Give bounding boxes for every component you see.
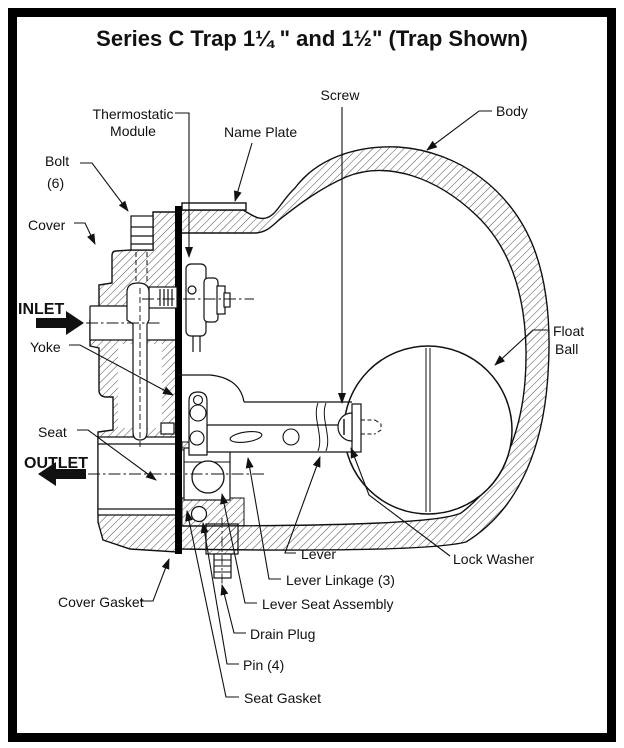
label-thermostatic-2: Module bbox=[110, 123, 156, 139]
leader-lines bbox=[69, 107, 548, 698]
label-seat-gasket: Seat Gasket bbox=[244, 690, 321, 706]
label-drain-plug: Drain Plug bbox=[250, 626, 315, 642]
housing-corner bbox=[178, 374, 245, 403]
float-ball-group bbox=[343, 345, 513, 515]
label-inlet: INLET bbox=[18, 301, 64, 318]
lever-bar bbox=[206, 424, 352, 453]
label-lever-seat-assembly: Lever Seat Assembly bbox=[262, 596, 394, 612]
trap-body-section bbox=[177, 146, 550, 551]
leader-cover-gasket bbox=[140, 558, 170, 602]
label-lever-linkage: Lever Linkage (3) bbox=[286, 572, 395, 588]
leader-lever bbox=[284, 456, 321, 554]
leader-cover bbox=[74, 222, 96, 245]
outlet-bore bbox=[98, 437, 182, 515]
labels: Series C Trap 1¼ " and 1½" (Trap Shown) … bbox=[18, 26, 584, 706]
pin-hole bbox=[190, 505, 208, 523]
label-name-plate: Name Plate bbox=[224, 124, 297, 140]
hex-thread-lines bbox=[159, 289, 173, 306]
leader-drain-plug bbox=[220, 584, 246, 634]
linkage-pin bbox=[189, 430, 205, 446]
label-cover: Cover bbox=[28, 217, 66, 233]
thermostatic-module bbox=[185, 263, 231, 352]
label-body: Body bbox=[496, 103, 528, 119]
leader-bolt bbox=[80, 162, 129, 212]
inlet-flow-arrow bbox=[36, 311, 84, 335]
label-lock-washer: Lock Washer bbox=[453, 551, 535, 567]
leader-name-plate bbox=[233, 142, 253, 202]
label-outlet: OUTLET bbox=[24, 455, 88, 472]
leader-body bbox=[426, 110, 492, 151]
seat-assembly bbox=[181, 441, 245, 586]
leader-float-ball bbox=[494, 329, 548, 366]
leader-lever-seat-assembly bbox=[220, 493, 257, 604]
lever-break-lines bbox=[315, 402, 329, 452]
float-ball bbox=[343, 345, 513, 515]
outlet-flow-arrow bbox=[38, 462, 86, 486]
module-hole bbox=[187, 285, 197, 295]
inlet-hex-fitting bbox=[148, 286, 178, 309]
label-yoke: Yoke bbox=[30, 339, 61, 355]
screw-shank-hidden bbox=[360, 419, 382, 435]
lever-end-plate bbox=[351, 403, 362, 453]
name-plate bbox=[181, 202, 247, 211]
linkage-hole-top bbox=[192, 394, 204, 406]
label-bolt-2: (6) bbox=[47, 175, 64, 191]
screw-head bbox=[337, 412, 353, 442]
label-pin: Pin (4) bbox=[243, 657, 284, 673]
label-bolt-1: Bolt bbox=[45, 153, 69, 169]
leader-thermostatic-module bbox=[175, 112, 193, 258]
module-cap bbox=[203, 277, 219, 323]
leader-pin bbox=[200, 522, 239, 665]
flow-indicators bbox=[36, 298, 264, 486]
lever-slot bbox=[229, 431, 263, 443]
float-ball-seam bbox=[425, 348, 431, 512]
label-seat: Seat bbox=[38, 424, 67, 440]
bolt-head bbox=[130, 215, 154, 251]
drain-plug-thread-lines bbox=[214, 559, 231, 573]
valve-ball bbox=[191, 460, 225, 494]
lever-hole bbox=[282, 428, 300, 446]
leader-seat bbox=[77, 429, 157, 481]
leader-yoke bbox=[69, 344, 174, 396]
label-float-2: Ball bbox=[555, 341, 578, 357]
label-float-1: Float bbox=[553, 323, 584, 339]
linkage-hole-mid bbox=[189, 404, 207, 422]
leader-seat-gasket bbox=[185, 510, 239, 698]
label-thermostatic-1: Thermostatic bbox=[93, 106, 174, 122]
yoke-nut bbox=[160, 422, 175, 435]
module-tip bbox=[223, 292, 231, 308]
label-cover-gasket: Cover Gasket bbox=[58, 594, 144, 610]
leader-lever-linkage bbox=[245, 457, 281, 580]
module-stem-lines bbox=[192, 336, 201, 352]
bolt-head-lines bbox=[131, 226, 153, 245]
bolt-shank-hidden-lines bbox=[135, 252, 148, 284]
leader-lock-washer bbox=[350, 447, 451, 557]
label-lever: Lever bbox=[301, 546, 336, 562]
label-screw: Screw bbox=[321, 87, 361, 103]
module-disc bbox=[185, 263, 207, 337]
lever-mechanism bbox=[178, 374, 382, 456]
yoke-rod bbox=[126, 282, 150, 441]
body-shell bbox=[177, 146, 550, 551]
diagram-title: Series C Trap 1¼ " and 1½" (Trap Shown) bbox=[96, 26, 528, 51]
cover-gasket-bar bbox=[175, 206, 182, 554]
page-border bbox=[8, 8, 616, 742]
